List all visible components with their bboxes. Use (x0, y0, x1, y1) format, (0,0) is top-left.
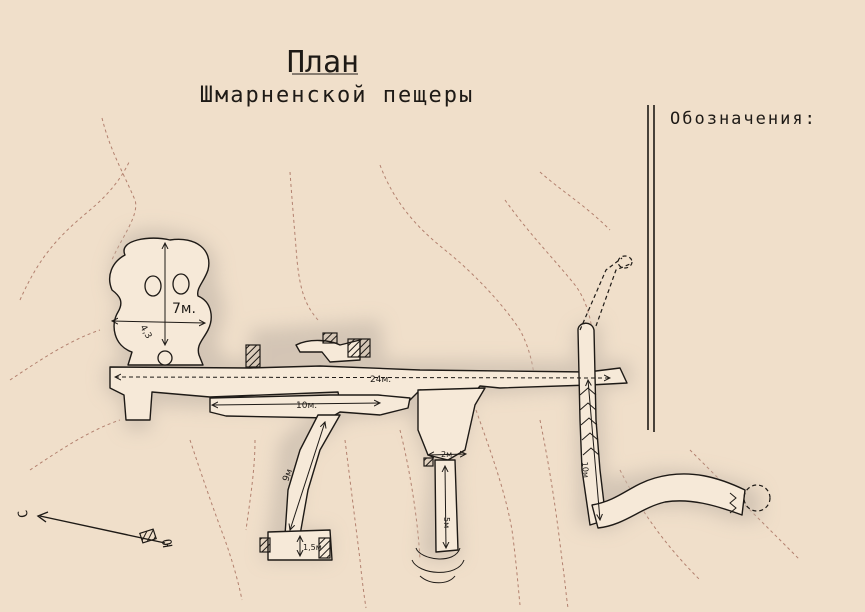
dashed-sinkhole (617, 255, 633, 269)
hall-height-label: 7м. (172, 301, 196, 317)
map-subtitle: Шмарненской пещеры (200, 83, 474, 108)
hall-width-dimension (112, 321, 205, 323)
crossing-dimension (428, 454, 466, 455)
east-passage-label: 10м (580, 461, 590, 478)
side-passage-dimension (212, 403, 380, 405)
contour-line (344, 439, 367, 609)
diagonal-passage-label: 9м (281, 468, 295, 483)
map-title: План (287, 45, 359, 80)
pillars (144, 273, 190, 366)
east-outlet (591, 473, 746, 529)
contour-line (101, 117, 137, 261)
compass-arrow (36, 511, 166, 544)
dimension-lines (112, 243, 610, 556)
pillar (157, 350, 173, 366)
hatched-blockage (347, 338, 371, 358)
hatched-blockage (322, 332, 338, 344)
contour-line (399, 429, 421, 561)
pillar (172, 273, 190, 295)
south-shaft-label: 5м (442, 517, 451, 528)
hatched-blockage (259, 537, 271, 553)
dashed-features (579, 255, 771, 512)
shaft-sinkhole-rings (411, 547, 465, 584)
east-passage-dimension (588, 380, 600, 520)
main-passage-label: 24м. (370, 375, 391, 385)
pillar (144, 275, 162, 297)
main-hall (108, 237, 212, 366)
main-passage-dimension (115, 377, 610, 378)
dashed-sinkhole (743, 484, 771, 512)
contour-line (379, 164, 535, 376)
south-shaft (434, 459, 459, 553)
compass-north-label: С (16, 509, 32, 519)
dashed-chimney (595, 263, 631, 327)
crossing-label: 2м (441, 450, 452, 459)
blockages (139, 332, 434, 559)
legend-divider (647, 105, 655, 432)
side-passage-label: 10м. (296, 401, 317, 411)
contour-line (475, 409, 521, 606)
compass-south-label: Ю (160, 538, 176, 548)
dashed-chimney (579, 257, 623, 331)
hatched-blockage (423, 457, 434, 467)
hatched-blockage (318, 537, 331, 559)
legend-label: Обозначения: (670, 109, 817, 129)
diagonal-passage-dimension (290, 422, 325, 530)
contour-line (504, 199, 593, 331)
contour-line (289, 171, 319, 321)
hatched-blockage (245, 344, 261, 368)
contour-line (539, 419, 569, 609)
south-shaft-dimension (445, 466, 446, 548)
contour-line (19, 159, 131, 301)
outlet-rubble (729, 492, 737, 514)
chamber-label: 1,5м (303, 543, 322, 552)
contour-line (189, 439, 243, 601)
contour-line (539, 171, 611, 231)
